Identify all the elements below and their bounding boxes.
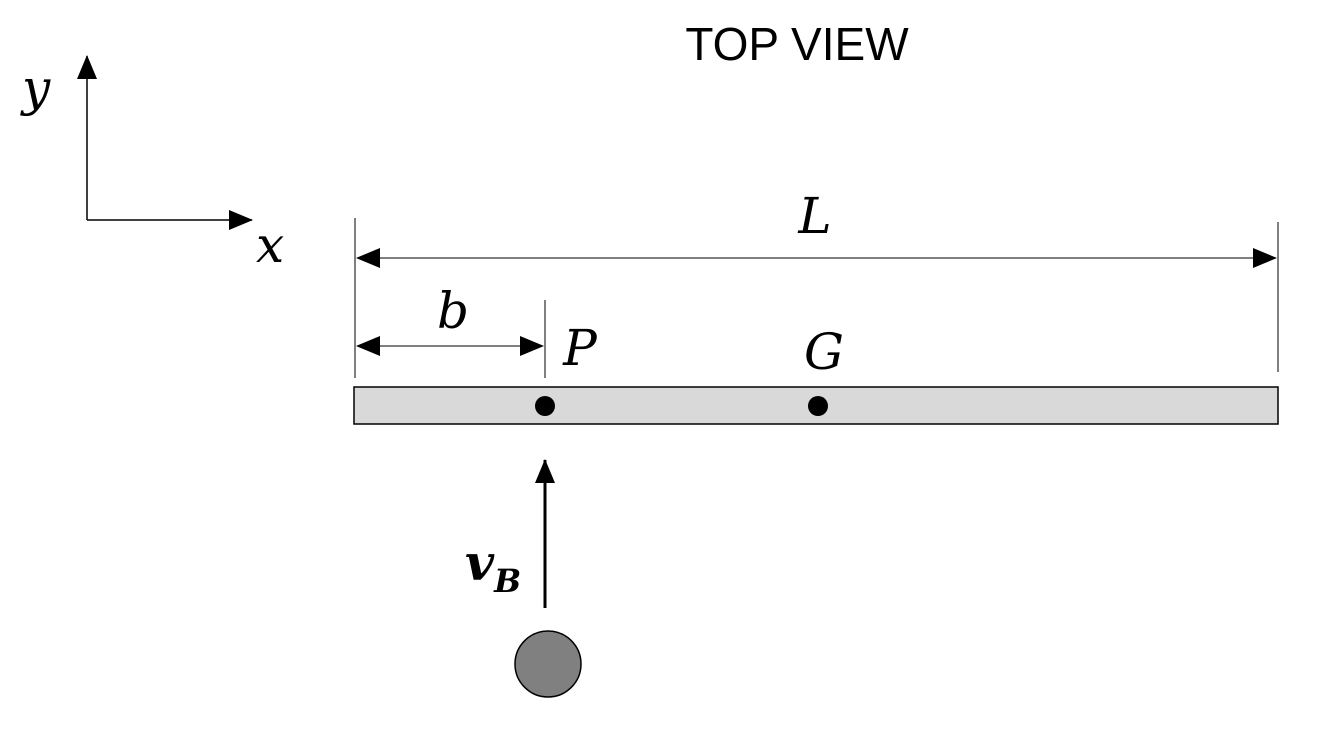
x-axis-label: x [256, 216, 284, 274]
center-of-mass-marker [808, 396, 828, 416]
length-label: L [797, 187, 831, 245]
impact-point-marker [535, 396, 555, 416]
impact-point-label: P [562, 319, 598, 377]
center-of-mass-label: G [804, 323, 844, 381]
velocity-label: vB [465, 533, 521, 600]
offset-label: b [437, 282, 469, 340]
ball [514, 630, 582, 698]
diagram-title: TOP VIEW [685, 18, 909, 70]
length-dimension: L [354, 187, 1279, 378]
velocity-symbol: v [465, 533, 495, 592]
y-axis-label: y [20, 59, 51, 117]
coordinate-axes: y x [20, 55, 284, 274]
offset-dimension: b [356, 282, 546, 378]
velocity-subscript: B [493, 562, 521, 600]
